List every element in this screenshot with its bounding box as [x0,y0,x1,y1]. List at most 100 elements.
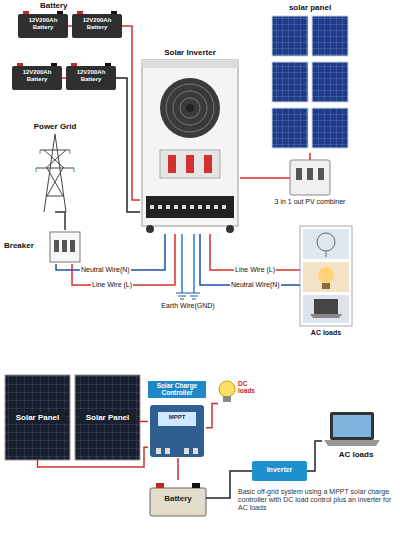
node-text-slot: solar panel [268,3,352,12]
wire-line [140,421,148,423]
power-tower [36,134,74,212]
node-text-slot: 12V200Ah Battery [74,17,120,31]
solar-panel: Solar Panel [5,375,70,460]
battery-body [150,483,206,516]
node-text: 3 in 1 out PV combiner [274,198,346,206]
node-text: Solar Panel [79,412,136,423]
bulb [219,381,235,402]
node-text: AC loads [300,329,352,337]
wire-line [68,25,72,27]
node-text-slot: Battery [150,494,206,503]
battery: 12V200Ah Battery [12,66,62,90]
wire-line [122,26,140,200]
wire [116,78,140,212]
wire [210,234,300,270]
node-text-slot: AC loads [322,450,390,459]
battery-bodies [12,11,122,90]
note-slot: Basic off-grid system using a MPPT solar… [238,488,396,512]
breaker-box [50,232,80,262]
wire [307,441,322,471]
node-text: 12V200Ah Battery [20,17,66,31]
node-text: 12V200Ah Battery [14,69,60,83]
node-text-slot: Solar Charge Controller [148,381,206,398]
wire [140,421,148,422]
power-grid: Power Grid [22,122,88,212]
wire-label: Neutral Wire(N) [230,281,281,289]
wire [72,234,175,285]
node-text: AC loads [322,450,390,459]
battery: 12V200Ah Battery [66,66,116,90]
controller-body [150,405,204,457]
battery: 12V200Ah Battery [18,14,68,38]
node-text-slot: 12V200Ah Battery [14,69,60,83]
node-text-slot: DC loads [238,380,266,395]
node-text: Solar Panel [9,412,66,423]
wire-line [307,441,322,471]
node-text-slot: Inverter [252,466,307,474]
wire-line [38,447,149,467]
wire [122,26,140,200]
ac-loads: AC loads [300,225,352,350]
wire-line [206,403,218,427]
wire-line [177,459,178,480]
breaker: Breaker [4,230,84,264]
solar-panel: Solar Panel [75,375,140,460]
wire [55,212,65,230]
solar-inverter: Solar Inverter [140,48,240,234]
inverter-cabinet [142,60,238,233]
node-text: Breaker [4,241,48,250]
node-text: Power Grid [22,122,88,131]
wire-line [55,212,65,230]
wire [206,403,218,427]
battery: 12V200Ah Battery [72,14,122,38]
wire [62,78,66,79]
node-text: MPPT [158,414,196,421]
note: Basic off-grid system using a MPPT solar… [238,488,396,512]
laptop [324,412,380,446]
node-text-slot: 12V200Ah Battery [68,69,114,83]
pv-combiner: 3 in 1 out PV combiner [274,160,346,222]
node-text-slot: Breaker [4,241,48,250]
wire-line [210,234,300,270]
node-text: Battery [150,494,206,503]
node-text: 12V200Ah Battery [74,17,120,31]
wire-label: Earth Wire(GND) [148,302,228,310]
wire-label: Line Wire (L) [91,281,133,289]
wire [310,153,311,160]
dc-load-bulb: DC loads [218,374,266,416]
wire-label: Neutral Wire(N) [80,266,131,274]
wire-label-slot: Earth Wire(GND) [148,302,228,310]
node-text: Solar Inverter [140,48,240,57]
earth-wires [176,234,200,299]
node-text: DC loads [238,380,266,395]
group-label: Battery [40,1,100,10]
node-text: 12V200Ah Battery [68,69,114,83]
wire-line [240,177,274,179]
wire-label-slot: Line Wire (L) [234,266,276,274]
node-text: Inverter [252,466,307,474]
node-text: solar panel [268,3,352,12]
wire-line [309,153,311,160]
bottom-solar-panels [5,375,140,460]
node-text-slot: Solar Panel [9,412,66,423]
wire [38,447,149,467]
wire-line [116,78,140,212]
wire-label-slot: Neutral Wire(N) [80,266,131,274]
wire [240,177,274,178]
node-text-slot: AC loads [300,329,352,337]
battery: Battery [150,480,206,516]
ac-load-laptop: AC loads [322,410,390,472]
wire-line [72,234,175,285]
group-label-slot: Battery [40,1,100,10]
node-text-slot: Power Grid [22,122,88,131]
charge-controller: Solar Charge ControllerMPPT [148,381,206,459]
inverter: Inverter [252,461,307,481]
wire-line [62,77,66,79]
wire [177,459,178,480]
wire-label-slot: Line Wire (L) [91,281,133,289]
combiner-box [274,160,330,195]
wire-line [200,234,300,285]
node-text-slot: 3 in 1 out PV combiner [274,198,346,206]
wire-label: Line Wire (L) [234,266,276,274]
